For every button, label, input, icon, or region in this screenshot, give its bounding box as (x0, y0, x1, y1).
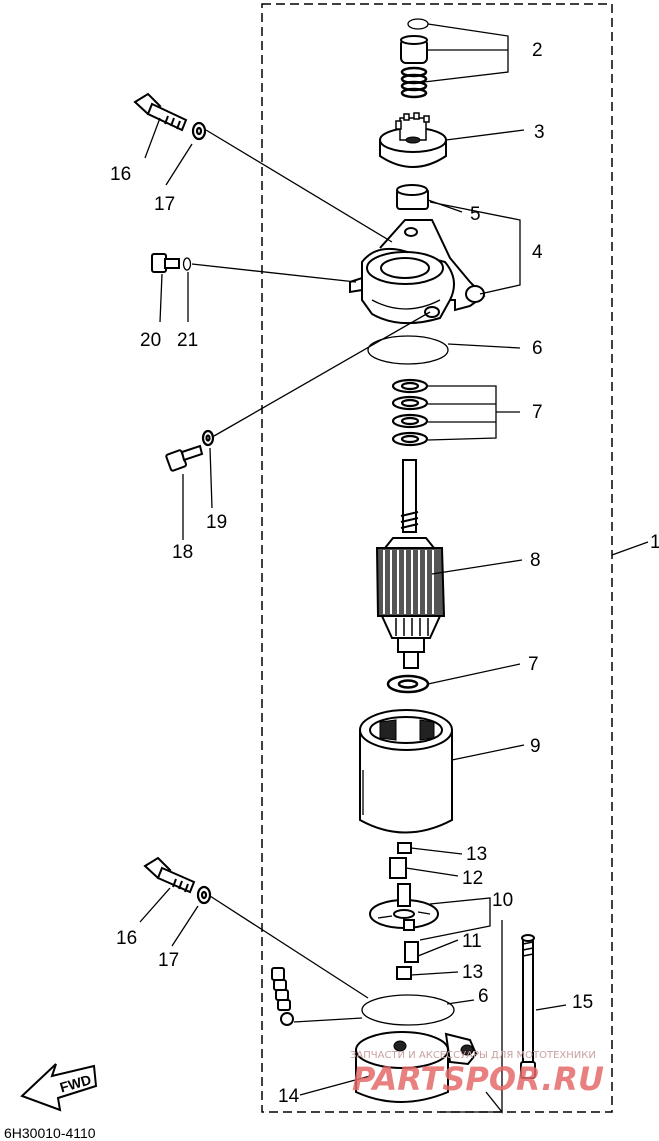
part-labels: 1 2 3 4 5 6 7 8 7 9 13 12 10 11 13 6 15 … (110, 40, 659, 1107)
label-15: 15 (572, 992, 593, 1013)
watermark-tagline: ЗАПЧАСТИ И АКСЕССУАРЫ ДЛЯ МОТОТЕХНИКИ (350, 1050, 596, 1061)
label-12: 12 (462, 868, 483, 889)
label-16-lower: 16 (116, 928, 137, 949)
label-18: 18 (172, 542, 193, 563)
part-17-washer-upper (191, 121, 207, 141)
part-9-yoke (359, 709, 453, 834)
label-7-lower: 7 (528, 654, 539, 675)
part-13-upper (397, 842, 412, 854)
label-10: 10 (492, 890, 513, 911)
part-8-armature (375, 459, 446, 669)
label-16-upper: 16 (110, 164, 131, 185)
part-3-pinion-gear (379, 112, 447, 168)
fwd-arrow: FWD (20, 1063, 98, 1112)
label-14: 14 (278, 1086, 300, 1107)
label-7-upper: 7 (532, 402, 543, 423)
label-9: 9 (530, 736, 541, 757)
label-3: 3 (534, 122, 545, 143)
watermark-brand: PARTSPOR.RU (352, 1060, 604, 1098)
part-10-brush-holder (369, 883, 439, 931)
assembly-boundary (261, 3, 613, 1113)
part-17-washer-lower (196, 885, 212, 905)
label-6-lower: 6 (478, 986, 489, 1007)
label-13-upper: 13 (466, 844, 487, 865)
part-11 (404, 941, 419, 963)
label-21: 21 (177, 330, 198, 351)
diagram-code: 6H30010-4110 (4, 1125, 96, 1141)
part-14-rear-cover (355, 1031, 478, 1103)
part-15-through-bolt (520, 934, 536, 1079)
part-12-brush (389, 857, 407, 879)
part-7-washers-upper (391, 378, 429, 447)
part-7-washer-lower (386, 674, 430, 694)
label-2: 2 (532, 40, 543, 61)
small-screw-stack (271, 967, 294, 1026)
part-19-washer (201, 429, 215, 447)
part-2-clip-collar-spring (400, 18, 429, 99)
label-19: 19 (206, 512, 227, 533)
label-4: 4 (532, 242, 543, 263)
part-20-screw (151, 253, 180, 273)
part-18-bolt (165, 444, 204, 472)
label-1: 1 (650, 532, 659, 553)
label-17-lower: 17 (158, 950, 179, 971)
part-4-front-bracket (349, 219, 486, 325)
label-8: 8 (530, 550, 541, 571)
watermark: ЗАПЧАСТИ И АКСЕССУАРЫ ДЛЯ МОТОТЕХНИКИ PA… (350, 1050, 604, 1098)
leader-lines (139, 23, 649, 1114)
label-5: 5 (470, 204, 481, 225)
label-13-lower: 13 (462, 962, 483, 983)
part-6-o-ring-upper (367, 335, 449, 365)
label-11: 11 (462, 931, 482, 952)
part-13-lower (396, 966, 412, 980)
part-6-o-ring-lower (361, 994, 455, 1026)
label-17-upper: 17 (154, 194, 175, 215)
part-5-bushing (396, 184, 429, 210)
part-16-bolt-lower (143, 856, 196, 894)
part-16-bolt-upper (133, 92, 188, 132)
label-6-upper: 6 (532, 338, 543, 359)
part-21-washer (182, 257, 192, 271)
label-20: 20 (140, 330, 161, 351)
